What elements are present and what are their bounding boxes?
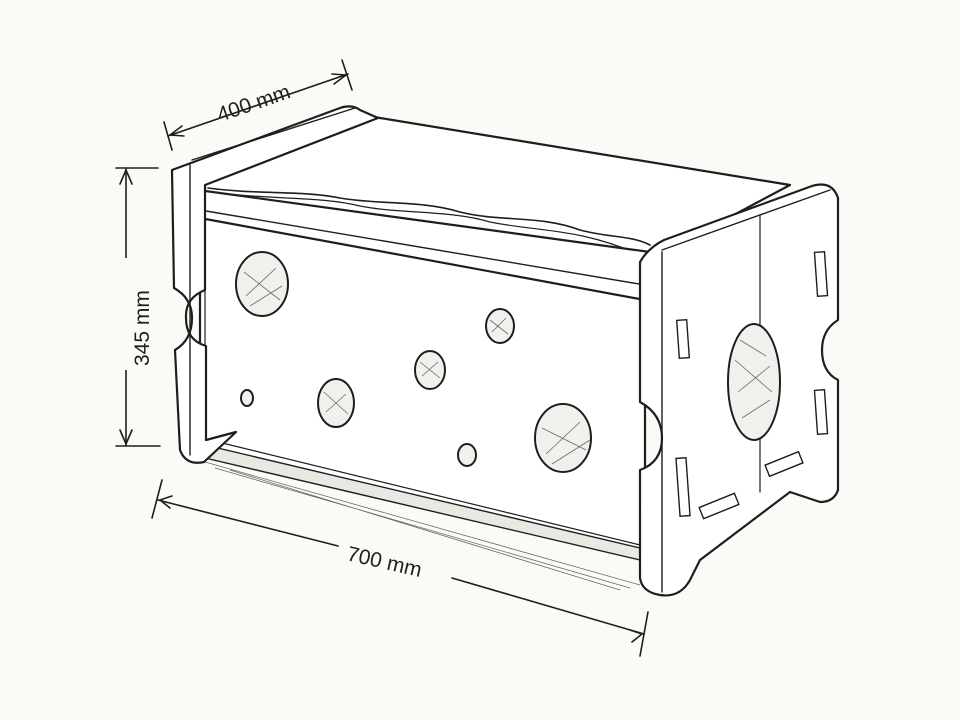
front-panel-holes — [235, 251, 592, 473]
dimension-length-label: 700 mm — [345, 542, 424, 581]
dimension-depth-label: 400 mm — [214, 80, 293, 126]
left-end-panel — [170, 105, 380, 464]
right-end-panel — [638, 183, 840, 597]
large-hole-left — [235, 251, 289, 317]
right-end-hole — [727, 323, 781, 441]
small-hole-center — [414, 350, 446, 390]
dimension-height-label: 345 mm — [131, 290, 154, 366]
medium-hole-left — [317, 378, 355, 428]
ground-shadow — [204, 461, 641, 591]
tiny-hole-left — [240, 389, 254, 407]
tiny-hole-bottom — [457, 443, 477, 467]
dimension-height: 345 mm — [112, 167, 161, 447]
small-hole-upper-right — [485, 308, 515, 344]
large-hole-right — [534, 403, 592, 473]
right-end-slots — [675, 250, 829, 520]
